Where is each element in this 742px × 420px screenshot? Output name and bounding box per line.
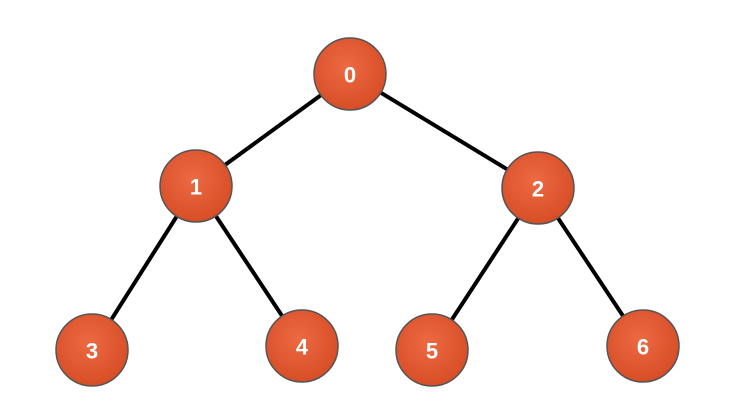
node-circle bbox=[313, 37, 387, 111]
node-1: 1 bbox=[159, 149, 233, 223]
node-label: 2 bbox=[532, 177, 544, 202]
node-label: 4 bbox=[296, 335, 309, 360]
node-2: 2 bbox=[501, 151, 575, 225]
node-label: 0 bbox=[344, 63, 356, 88]
node-label: 1 bbox=[190, 175, 202, 200]
nodes-layer: 0 1 2 3 4 5 6 bbox=[55, 37, 680, 387]
node-6: 6 bbox=[606, 309, 680, 383]
node-0: 0 bbox=[313, 37, 387, 111]
node-label: 5 bbox=[426, 339, 438, 364]
node-4: 4 bbox=[265, 309, 339, 383]
node-circle bbox=[501, 151, 575, 225]
node-label: 6 bbox=[637, 335, 649, 360]
node-circle bbox=[395, 313, 469, 387]
node-label: 3 bbox=[86, 339, 98, 364]
node-3: 3 bbox=[55, 313, 129, 387]
node-circle bbox=[159, 149, 233, 223]
node-circle bbox=[55, 313, 129, 387]
node-circle bbox=[606, 309, 680, 383]
node-circle bbox=[265, 309, 339, 383]
node-5: 5 bbox=[395, 313, 469, 387]
